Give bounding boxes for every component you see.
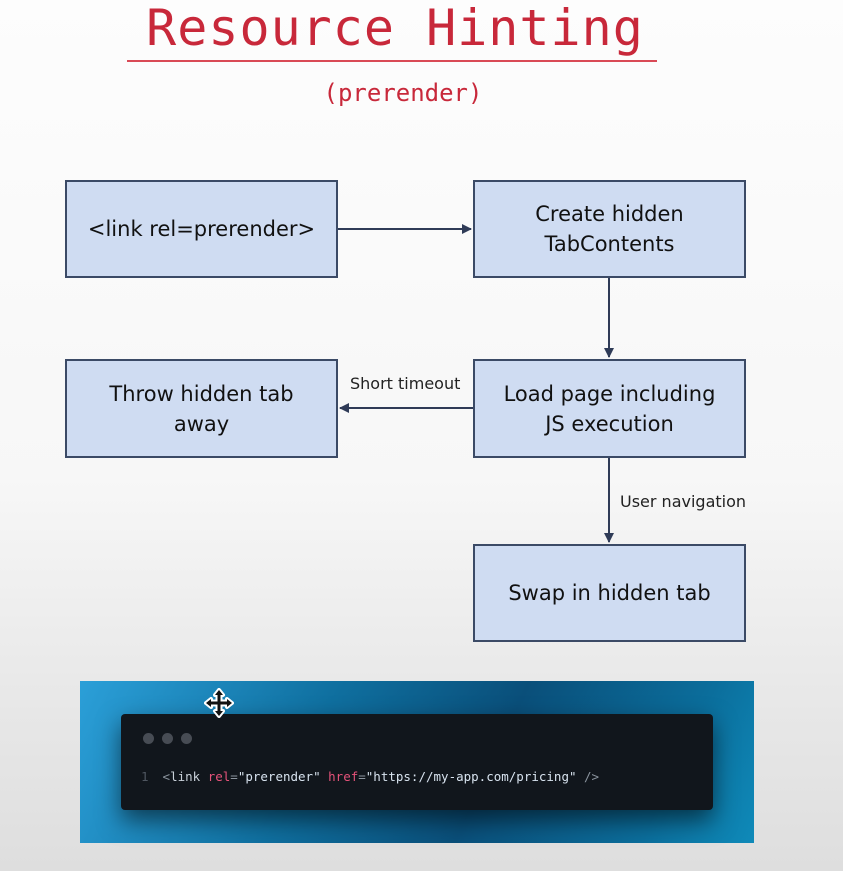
node-label: Swap in hidden tab bbox=[508, 581, 711, 605]
node-create-hidden-tabcontents: Create hidden TabContents bbox=[473, 180, 746, 278]
code-value-href: "https://my-app.com/pricing" bbox=[365, 769, 577, 784]
code-open-bracket: < bbox=[162, 769, 171, 784]
edge-label-short-timeout: Short timeout bbox=[350, 374, 461, 393]
node-label: <link rel=prerender> bbox=[87, 217, 316, 241]
window-dot bbox=[162, 733, 173, 744]
node-link-prerender: <link rel=prerender> bbox=[65, 180, 338, 278]
code-line: 1<link rel="prerender" href="https://my-… bbox=[141, 769, 599, 784]
node-label: Throw hidden tab away bbox=[109, 381, 294, 436]
code-attr-rel: rel bbox=[207, 769, 231, 784]
page-subtitle: (prerender) bbox=[323, 79, 483, 107]
code-equals: = bbox=[358, 769, 366, 784]
code-attr-href: href bbox=[328, 769, 359, 784]
window-dot bbox=[143, 733, 154, 744]
code-window: 1<link rel="prerender" href="https://my-… bbox=[121, 714, 713, 810]
node-throw-hidden-tab-away: Throw hidden tab away bbox=[65, 359, 338, 458]
page-title: Resource Hinting bbox=[146, 0, 644, 57]
code-tag: link bbox=[170, 769, 201, 784]
node-swap-in-hidden-tab: Swap in hidden tab bbox=[473, 544, 746, 642]
move-icon bbox=[204, 688, 234, 718]
code-value-rel: "prerender" bbox=[237, 769, 321, 784]
node-label: Create hidden TabContents bbox=[535, 202, 684, 256]
title-underline bbox=[127, 60, 657, 62]
edge-label-user-navigation: User navigation bbox=[620, 492, 747, 511]
code-self-close: /> bbox=[584, 769, 600, 784]
node-label: Load page including JS execution bbox=[503, 381, 716, 436]
window-dot bbox=[181, 733, 192, 744]
line-number: 1 bbox=[141, 769, 149, 784]
node-load-page: Load page including JS execution bbox=[473, 359, 746, 458]
code-equals: = bbox=[230, 769, 238, 784]
